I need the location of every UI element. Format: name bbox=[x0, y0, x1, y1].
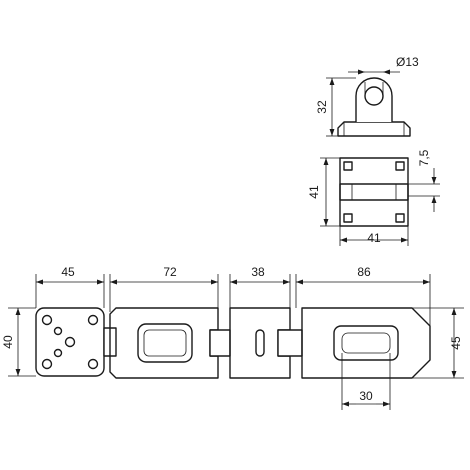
dim-label-staple-height: 32 bbox=[315, 100, 329, 114]
screw-hole bbox=[41, 358, 53, 370]
staple-top-view bbox=[339, 157, 409, 227]
dim-label-slot-width: 30 bbox=[359, 389, 373, 403]
dim-label-bore-diameter: Ø13 bbox=[396, 55, 419, 69]
dim-label-plate-height: 40 bbox=[1, 335, 15, 349]
dim-label-staple-plate-width: 41 bbox=[367, 231, 381, 245]
dim-middle-width: 38 bbox=[229, 265, 291, 308]
dim-offset: 7,5 bbox=[408, 149, 440, 212]
dim-hinge-leaf-width: 72 bbox=[109, 265, 219, 312]
mount-hole bbox=[395, 213, 405, 223]
dim-label-middle-width: 38 bbox=[251, 265, 265, 279]
staple-slot bbox=[341, 332, 391, 354]
screw-hole bbox=[87, 314, 99, 326]
dim-label-hinge-leaf-width: 72 bbox=[163, 265, 177, 279]
dim-staple-plate-height: 41 bbox=[307, 157, 340, 227]
staple-side-view bbox=[337, 77, 411, 137]
dim-staple-height: 32 bbox=[315, 77, 356, 137]
mount-hole bbox=[395, 161, 405, 171]
dim-hasp-width: 86 bbox=[295, 265, 431, 326]
hasp-front-view bbox=[35, 307, 431, 379]
dim-label-hasp-width: 86 bbox=[357, 265, 371, 279]
screw-hole bbox=[53, 348, 63, 358]
dim-label-plate-width: 45 bbox=[61, 265, 75, 279]
dim-staple-plate-width: 41 bbox=[339, 226, 409, 246]
dim-plate-height: 40 bbox=[1, 307, 36, 377]
dim-label-hasp-height: 45 bbox=[449, 336, 463, 350]
dim-label-staple-plate-height: 41 bbox=[307, 185, 321, 199]
hasp bbox=[301, 307, 431, 379]
screw-hole bbox=[87, 358, 99, 370]
dim-plate-width: 45 bbox=[35, 265, 105, 308]
dim-label-offset: 7,5 bbox=[417, 149, 431, 166]
dim-slot-width: 30 bbox=[341, 353, 391, 410]
dim-hasp-height: 45 bbox=[412, 307, 464, 379]
mount-hole bbox=[343, 161, 353, 171]
screw-hole bbox=[64, 336, 76, 348]
hinge-leaf bbox=[109, 307, 219, 379]
screw-hole bbox=[53, 326, 63, 336]
mount-hole bbox=[343, 213, 353, 223]
fixed-plate bbox=[35, 307, 105, 377]
screw-hole bbox=[41, 314, 53, 326]
dim-bore-diameter: Ø13 bbox=[348, 55, 419, 96]
